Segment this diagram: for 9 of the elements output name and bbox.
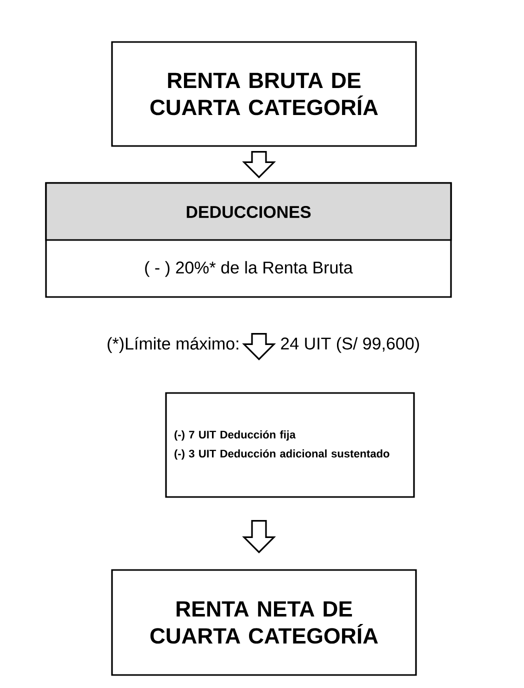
hollow-arrow <box>242 333 276 360</box>
deductions-box: DEDUCCIONES ( - ) 20%* de la Renta Bruta <box>45 182 452 298</box>
hollow-arrow <box>242 151 276 178</box>
process-box: RENTA BRUTA DE CUARTA CATEGORÍA <box>111 41 417 147</box>
process-box: RENTA NETA DE CUARTA CATEGORÍA <box>111 569 417 676</box>
process-box: (-) 7 UIT Deducción fija (-) 3 UIT Deducción adicional sustentado <box>165 392 415 498</box>
note-text: (*)Límite máximo: <box>108 336 238 353</box>
hollow-arrow <box>242 520 276 554</box>
note-text: 24 UIT (S/ 99,600) <box>281 337 419 353</box>
